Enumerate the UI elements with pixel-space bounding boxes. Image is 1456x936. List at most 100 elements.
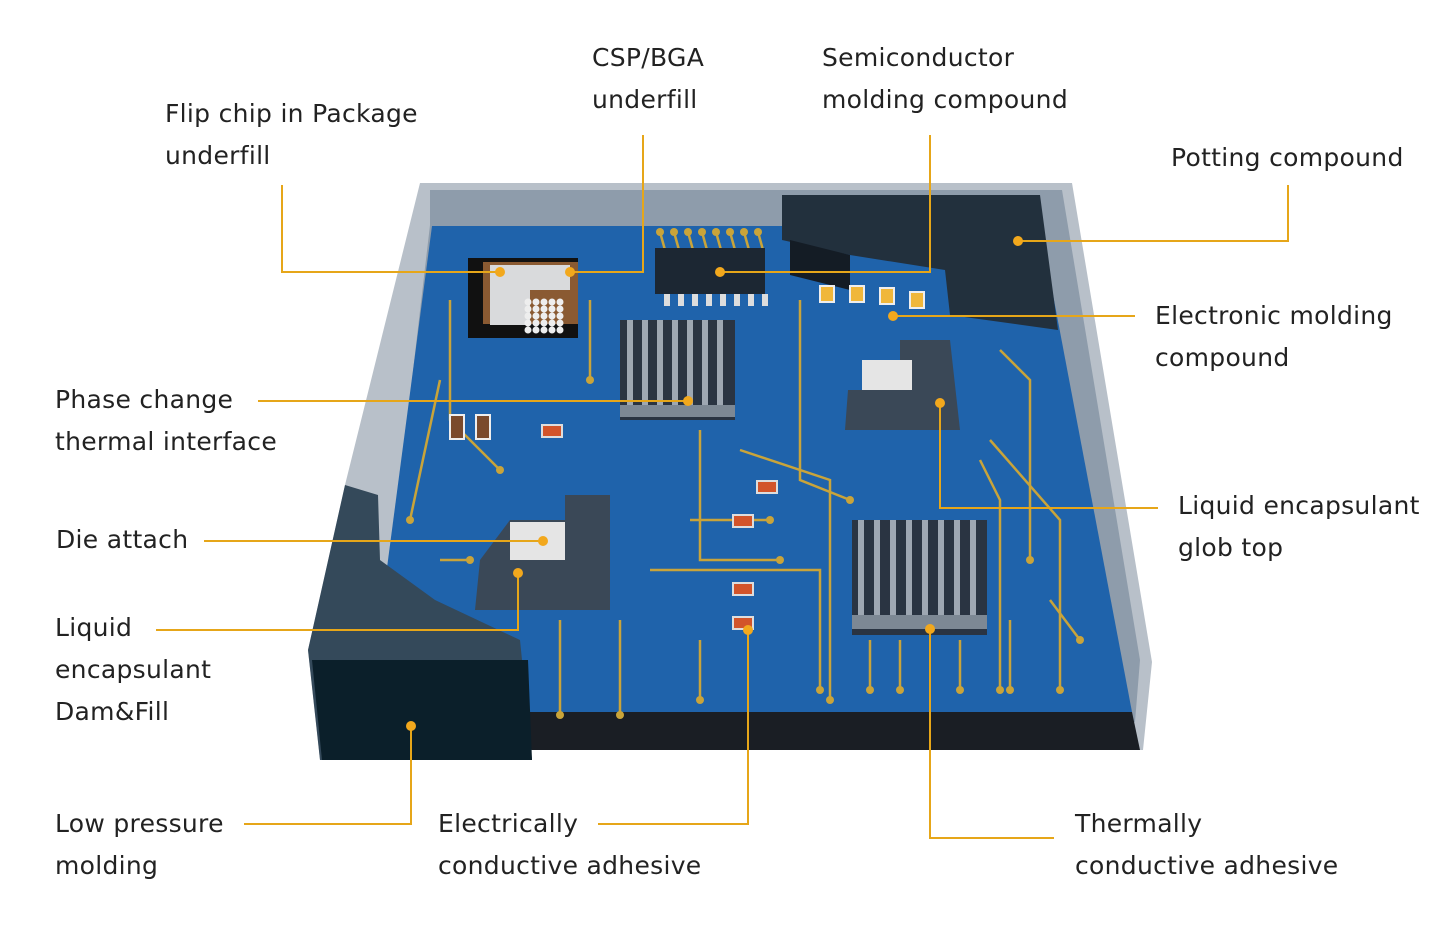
circuit-traces bbox=[408, 231, 1081, 715]
bga-ball bbox=[532, 312, 540, 320]
trace bbox=[978, 459, 1002, 690]
ic-lead bbox=[748, 294, 754, 306]
label-thermally-conductive: Thermally conductive adhesive bbox=[1075, 809, 1339, 880]
pad bbox=[996, 686, 1004, 694]
bga-ball bbox=[548, 298, 556, 306]
label-flip-chip-underfill: Flip chip in Package underfill bbox=[165, 99, 418, 170]
pad bbox=[496, 466, 504, 474]
pad bbox=[406, 516, 414, 524]
heatsink-fin bbox=[938, 520, 944, 615]
capacitor bbox=[849, 285, 865, 303]
pad bbox=[754, 228, 762, 236]
board-edge bbox=[368, 712, 1140, 750]
leader-line bbox=[720, 135, 931, 273]
leader-dot bbox=[513, 568, 523, 578]
ic-lead bbox=[664, 294, 670, 306]
ic-lead bbox=[734, 294, 740, 306]
trace bbox=[798, 300, 851, 502]
pad bbox=[586, 376, 594, 384]
pad bbox=[698, 228, 706, 236]
pad bbox=[556, 711, 564, 719]
leader-dot bbox=[565, 267, 575, 277]
leader-dot bbox=[715, 267, 725, 277]
pad bbox=[766, 516, 774, 524]
capacitor bbox=[819, 285, 835, 303]
trace bbox=[999, 349, 1032, 560]
trace bbox=[1049, 599, 1081, 641]
heatsink-fin bbox=[687, 320, 693, 405]
pad bbox=[696, 696, 704, 704]
heatsink-fin bbox=[890, 520, 896, 615]
pad bbox=[1026, 556, 1034, 564]
label-electrically-conductive: Electrically conductive adhesive bbox=[438, 809, 702, 880]
pad bbox=[684, 228, 692, 236]
pad bbox=[816, 686, 824, 694]
bga-ball bbox=[556, 326, 564, 334]
bga-ball bbox=[556, 305, 564, 313]
label-dam-fill: Liquid encapsulant Dam&Fill bbox=[55, 613, 212, 726]
ic-lead bbox=[706, 294, 712, 306]
bga-ball bbox=[540, 305, 548, 313]
leader-dot bbox=[683, 396, 693, 406]
capacitor bbox=[909, 291, 925, 309]
heatsink-fin bbox=[657, 320, 663, 405]
heatsink-fin bbox=[954, 520, 960, 615]
ic-lead bbox=[692, 294, 698, 306]
label-csp-bga-underfill: CSP/BGA underfill bbox=[592, 43, 705, 114]
pad bbox=[1076, 636, 1084, 644]
leader-dot bbox=[925, 624, 935, 634]
trace bbox=[739, 448, 832, 700]
ic-lead bbox=[762, 294, 768, 306]
bga-ball bbox=[540, 298, 548, 306]
pad bbox=[616, 711, 624, 719]
bga-balls bbox=[524, 298, 564, 334]
heatsink-fin bbox=[642, 320, 648, 405]
heatsink-fin bbox=[702, 320, 708, 405]
pad bbox=[670, 228, 678, 236]
pad bbox=[866, 686, 874, 694]
label-low-pressure-molding: Low pressure molding bbox=[55, 809, 224, 880]
resistor bbox=[475, 414, 491, 440]
pads bbox=[406, 228, 1084, 719]
leader-line bbox=[939, 403, 1158, 509]
bga-ball bbox=[556, 319, 564, 327]
ic-lead bbox=[678, 294, 684, 306]
leader-dot bbox=[935, 398, 945, 408]
leader-line bbox=[570, 135, 644, 273]
resistor bbox=[449, 414, 465, 440]
label-die-attach: Die attach bbox=[56, 525, 189, 554]
bga-ball bbox=[524, 326, 532, 334]
pad bbox=[712, 228, 720, 236]
heatsink-fin bbox=[906, 520, 912, 615]
heatsink-fin bbox=[922, 520, 928, 615]
trace bbox=[650, 568, 822, 690]
pad bbox=[1006, 686, 1014, 694]
bga-ball bbox=[548, 312, 556, 320]
ic-lead bbox=[720, 294, 726, 306]
leader-dot bbox=[538, 536, 548, 546]
heatsink-fin bbox=[874, 520, 880, 615]
bga-ball bbox=[524, 319, 532, 327]
heatsink-base bbox=[852, 615, 987, 629]
pad bbox=[776, 556, 784, 564]
leader-line bbox=[244, 726, 412, 825]
pad bbox=[826, 696, 834, 704]
heatsink-fins bbox=[620, 320, 735, 417]
pad bbox=[956, 686, 964, 694]
trace bbox=[989, 439, 1062, 690]
smd-components bbox=[449, 285, 925, 630]
potting-compound bbox=[782, 195, 1058, 330]
leader-line bbox=[156, 573, 519, 631]
leader-dot bbox=[743, 625, 753, 635]
heatsink-fin bbox=[717, 320, 723, 405]
bga-ball bbox=[540, 312, 548, 320]
capacitor bbox=[879, 287, 895, 305]
heatsink-base bbox=[620, 405, 735, 417]
trace bbox=[698, 430, 780, 562]
trace bbox=[408, 379, 442, 521]
pad bbox=[740, 228, 748, 236]
heatsink-fin bbox=[858, 520, 864, 615]
leader-dots bbox=[406, 236, 1023, 731]
